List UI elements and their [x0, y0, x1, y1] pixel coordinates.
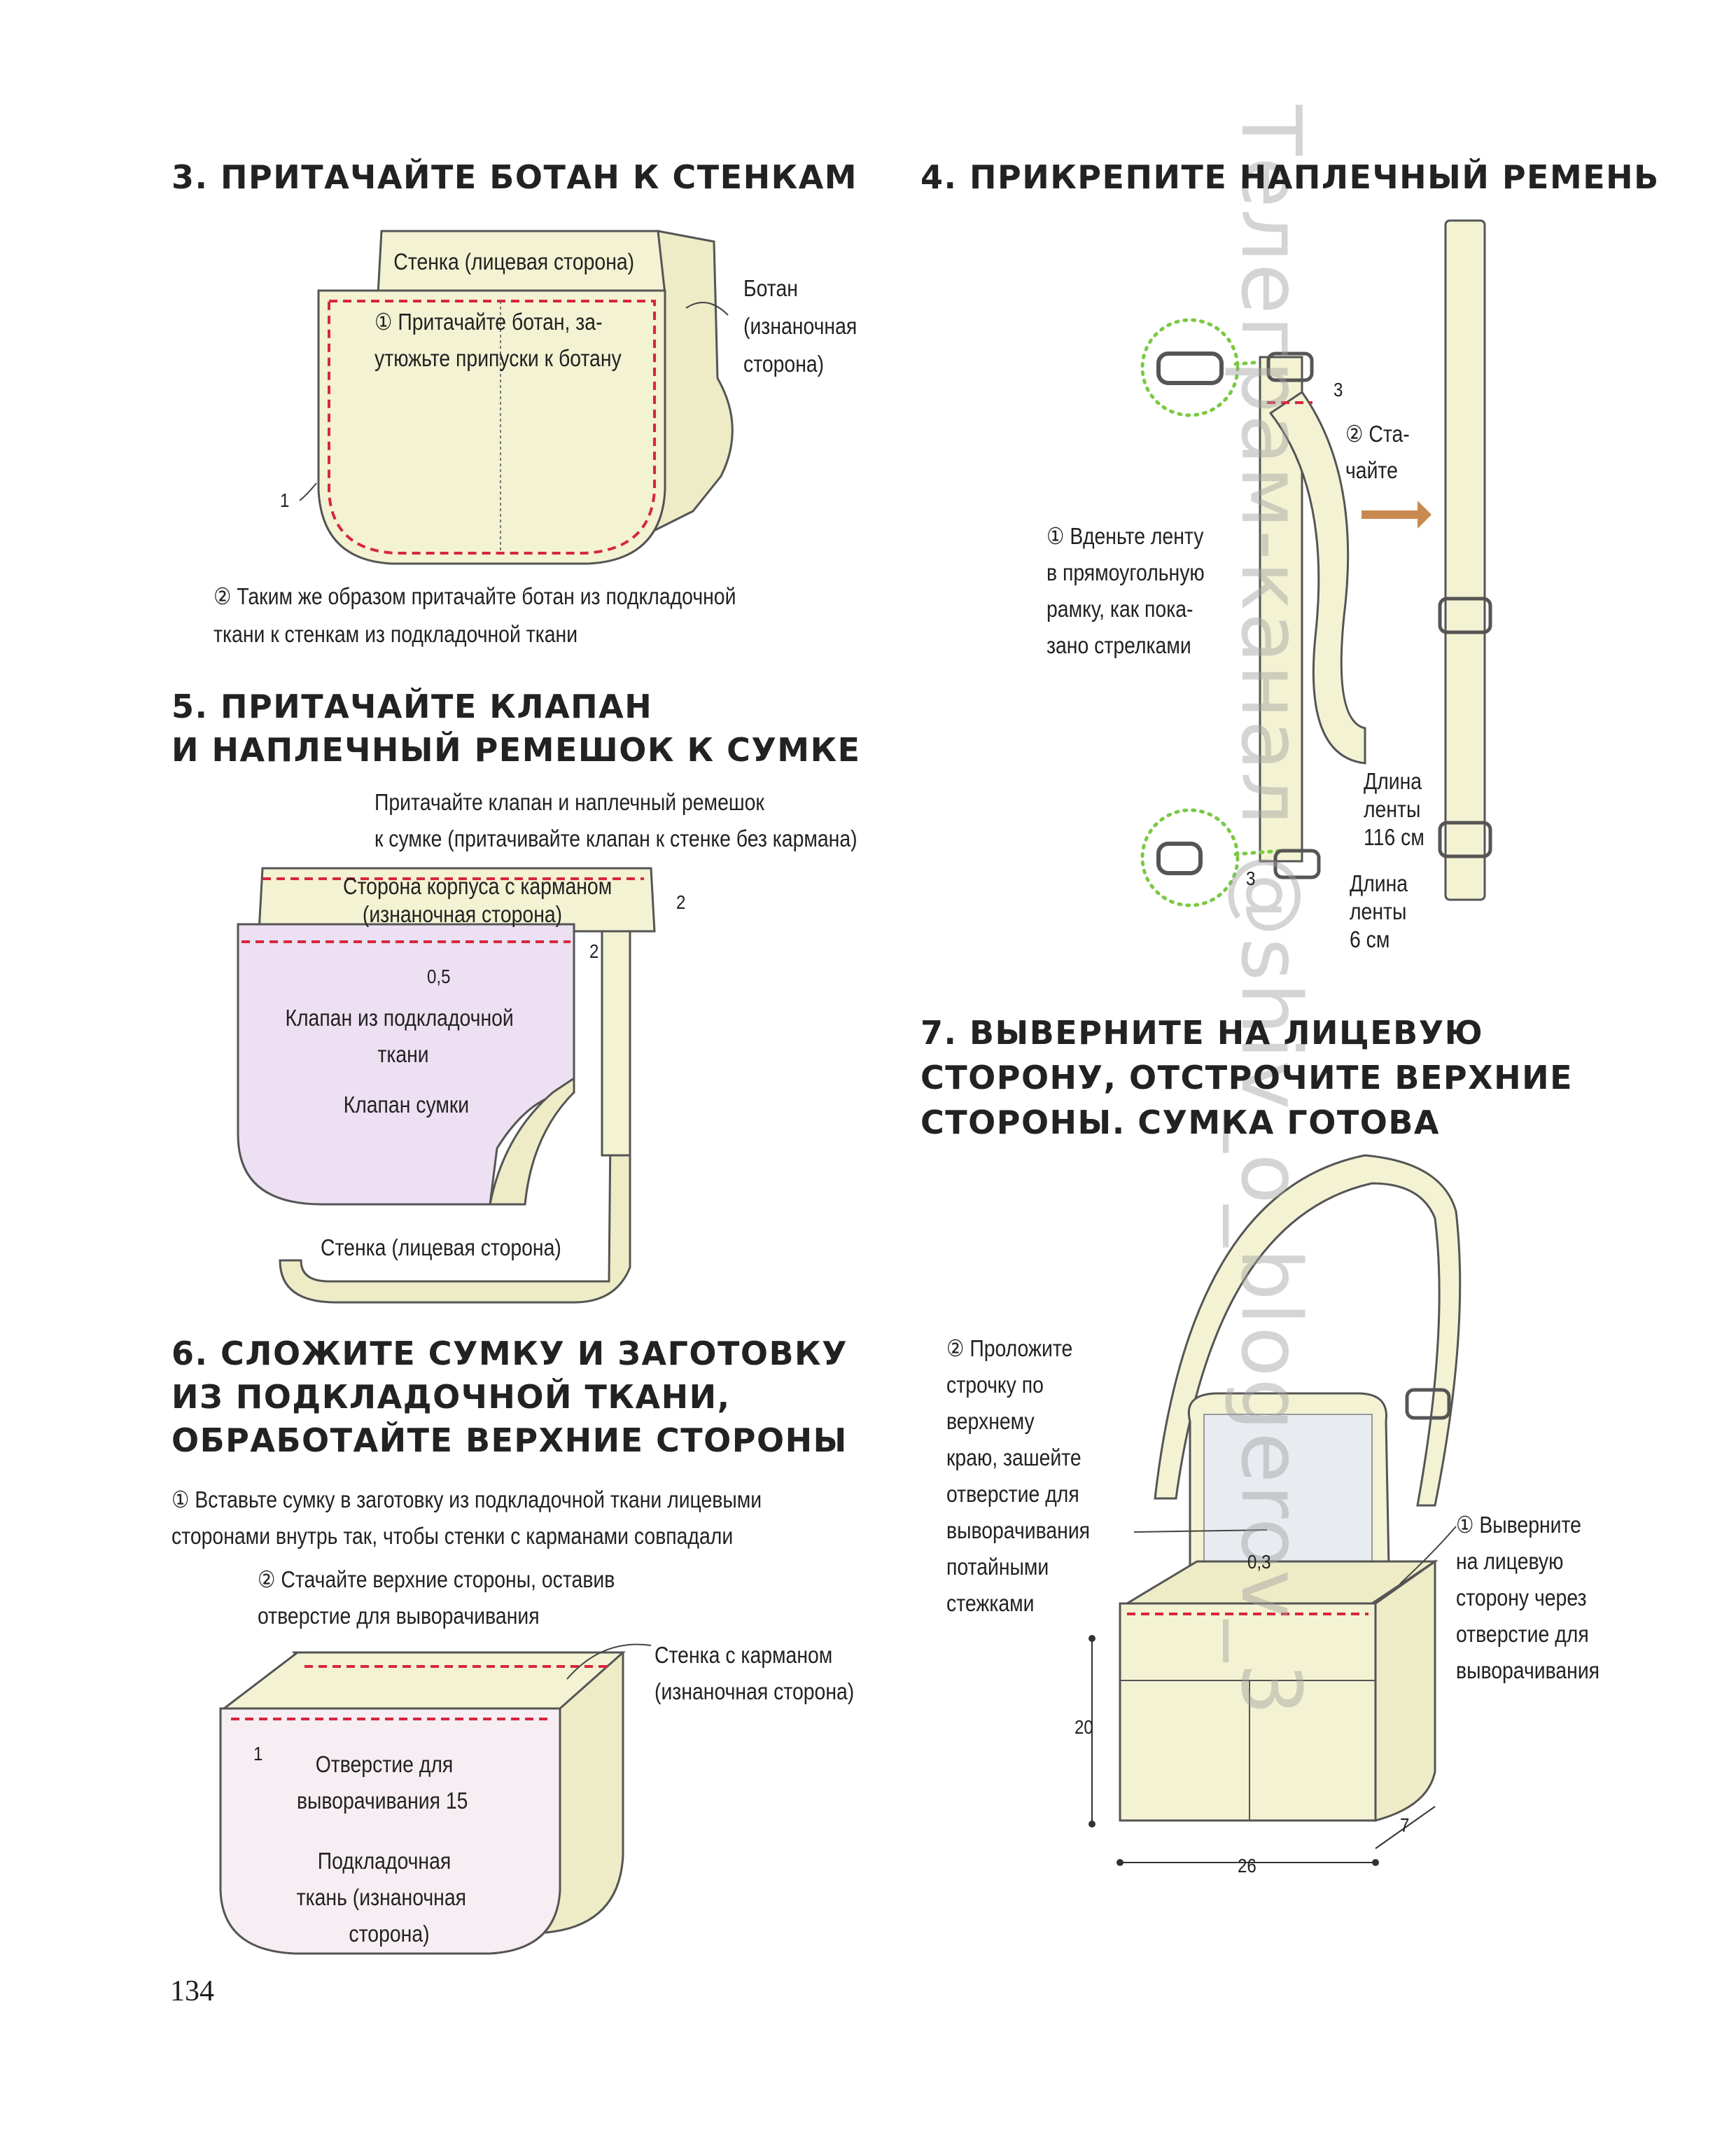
step6-instruction-1-line1: ① Вставьте сумку в заготовку из подкладо…: [172, 1487, 762, 1512]
step3-gusset-label-2: (изнаночная: [743, 313, 858, 339]
step3-wall-label: Стенка (лицевая сторона): [393, 249, 635, 274]
step7-instruction-1-line3: сторону через: [1456, 1585, 1587, 1610]
step5-mark-2b: 2: [589, 940, 599, 962]
step5-lining-flap-label-2: ткани: [377, 1041, 429, 1067]
step6-lining-label-1: Подкладочная: [317, 1848, 451, 1874]
step5-wall-label: Стенка (лицевая сторона): [321, 1234, 561, 1260]
step3-gusset-label-3: сторона): [743, 351, 825, 377]
step4-tape-length-2: ленты: [1364, 796, 1421, 822]
step3-figure: [299, 230, 734, 565]
step7-instruction-1-line4: отверстие для: [1456, 1621, 1589, 1647]
step5-lining-flap-label-1: Клапан из подкладочной: [285, 1005, 514, 1031]
step3-title: 3. ПРИТАЧАЙТЕ БОТАН К СТЕНКАМ: [172, 158, 858, 196]
step4-mark-3-top: 3: [1334, 379, 1343, 401]
step7-instruction-1-line1: ① Выверните: [1456, 1512, 1581, 1538]
step4-stitch-label-2: чайте: [1345, 457, 1398, 483]
step3-instruction-1-line2: утюжьте припуски к ботану: [374, 345, 622, 371]
step6-figure: [219, 1643, 652, 1955]
step7-instruction-2-line2: строчку по: [946, 1372, 1044, 1398]
step4-instruction-line3: рамку, как пока-: [1046, 596, 1194, 622]
step4-instruction-line2: в прямоугольную: [1046, 559, 1205, 585]
step6-instruction-2-line1: ② Стачайте верхние стороны, оставив: [258, 1566, 615, 1592]
step6-lining-label-3: сторона): [349, 1921, 430, 1947]
step4-instruction-line1: ① Вденьте ленту: [1046, 523, 1204, 549]
step6-mark-1: 1: [253, 1743, 263, 1764]
step5-title-line2: И НАПЛЕЧНЫЙ РЕМЕШОК К СУМКЕ: [172, 731, 861, 769]
step6-pocket-wall-label-1: Стенка с карманом: [654, 1642, 833, 1668]
page-number: 134: [170, 1975, 214, 2007]
step6-title-line3: ОБРАБОТАЙТЕ ВЕРХНИЕ СТОРОНЫ: [172, 1421, 848, 1459]
step3-instruction-2-line1: ② Таким же образом притачайте ботан из п…: [214, 583, 736, 609]
step5-side-label-1: Сторона корпуса с карманом: [343, 873, 612, 899]
step4-tape-length-1: Длина: [1364, 768, 1422, 794]
step5-figure: [237, 867, 656, 1304]
step7-instruction-2-line8: стежками: [946, 1590, 1035, 1616]
step4-tab-length-1: Длина: [1350, 870, 1408, 896]
step7-instruction-2-line1: ② Проложите: [946, 1335, 1073, 1361]
step7-instruction-2-line4: краю, зашейте: [946, 1445, 1082, 1470]
step4-tape-length-3: 116 см: [1364, 824, 1424, 850]
step3-instruction-1-line1: ① Притачайте ботан, за-: [374, 309, 603, 335]
step6-pocket-wall-label-2: (изнаночная сторона): [654, 1678, 855, 1704]
step7-title-line2: СТОРОНУ, ОТСТРОЧИТЕ ВЕРХНИЕ: [920, 1059, 1574, 1097]
step3-instruction-2-line2: ткани к стенкам из подкладочной ткани: [214, 621, 578, 647]
step4-tab-length-3: 6 см: [1350, 926, 1390, 952]
step7-dim-height: 20: [1074, 1716, 1093, 1738]
step7-dim-width: 26: [1238, 1855, 1256, 1877]
step6-opening-label-1: Отверстие для: [315, 1751, 454, 1777]
step7-instruction-1-line5: выворачивания: [1456, 1657, 1600, 1683]
step7-dim-depth: 7: [1400, 1814, 1410, 1836]
step7-mark-03: 0,3: [1247, 1551, 1271, 1573]
step6-opening-label-2: выворачивания 15: [296, 1788, 468, 1814]
step6-title-line1: 6. СЛОЖИТЕ СУМКУ И ЗАГОТОВКУ: [172, 1335, 848, 1372]
step6-title-line2: ИЗ ПОДКЛАДОЧНОЙ ТКАНИ,: [172, 1378, 731, 1416]
step4-title: 4. ПРИКРЕПИТЕ НАПЛЕЧНЫЙ РЕМЕНЬ: [920, 158, 1660, 196]
step5-title-line1: 5. ПРИТАЧАЙТЕ КЛАПАН: [172, 688, 653, 725]
step5-mark-2a: 2: [676, 891, 686, 913]
step5-instruction-line2: к сумке (притачивайте клапан к стенке бе…: [374, 826, 858, 851]
step5-instruction-line1: Притачайте клапан и наплечный ремешок: [374, 789, 764, 815]
step7-title-line1: 7. ВЫВЕРНИТЕ НА ЛИЦЕВУЮ: [920, 1014, 1484, 1052]
step7-instruction-1-line2: на лицевую: [1456, 1548, 1564, 1574]
watermark: Телеграм-канал @shiv_o_blogerov_3: [1223, 105, 1320, 1717]
step5-flap-label: Клапан сумки: [343, 1092, 470, 1118]
step6-instruction-1-line2: сторонами внутрь так, чтобы стенки с кар…: [172, 1523, 734, 1549]
step6-instruction-2-line2: отверстие для выворачивания: [258, 1603, 540, 1629]
step5-side-label-2: (изнаночная сторона): [362, 901, 563, 927]
step4-figure: [1140, 219, 1492, 907]
step3-mark-1: 1: [280, 489, 290, 511]
step7-instruction-2-line3: верхнему: [946, 1408, 1035, 1434]
step6-lining-label-2: ткань (изнаночная: [296, 1884, 466, 1910]
step7-instruction-2-line7: потайными: [946, 1554, 1049, 1580]
step7-figure: [1088, 1154, 1462, 1866]
step5-mark-05: 0,5: [427, 966, 451, 987]
step3-gusset-label-1: Ботан: [743, 275, 798, 301]
step4-stitch-label-1: ② Ста-: [1345, 421, 1410, 447]
step4-instruction-line4: зано стрелками: [1046, 632, 1191, 658]
step7-instruction-2-line5: отверстие для: [946, 1481, 1079, 1507]
step4-mark-3-bottom: 3: [1246, 868, 1256, 889]
step7-instruction-2-line6: выворачивания: [946, 1517, 1091, 1543]
step7-title-line3: СТОРОНЫ. СУМКА ГОТОВА: [920, 1104, 1440, 1141]
step4-tab-length-2: ленты: [1350, 898, 1407, 924]
